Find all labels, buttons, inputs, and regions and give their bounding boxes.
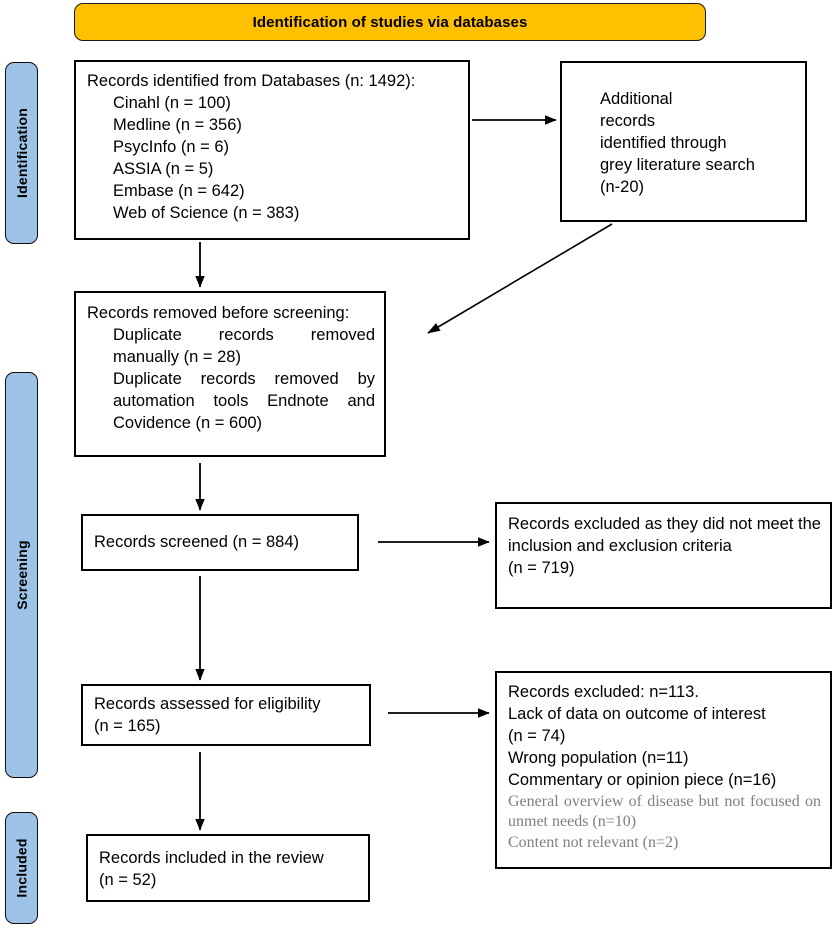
records-removed-line-0: Records removed before screening: [87, 304, 350, 322]
records-excluded-screening-line-0: Records excluded as they did not meet th… [508, 515, 826, 555]
additional-records-line-0: Additional [600, 90, 673, 108]
records-identified-box: Records identified from Databases (n: 14… [74, 60, 470, 240]
records-removed-line-2: Duplicate records removed by automation … [113, 369, 380, 432]
records-identified-line-5: Embase (n = 642) [113, 181, 245, 200]
records-assessed-eligibility-line-0: Records assessed for eligibility [94, 695, 321, 713]
additional-records-line-3: grey literature search [600, 155, 755, 174]
records-included-box: Records included in the review (n = 52) [86, 834, 370, 902]
records-excluded-screening-line-1: (n = 719) [508, 558, 575, 577]
records-excluded-eligibility-box: Records excluded: n=113. Lack of data on… [495, 671, 832, 869]
records-assessed-eligibility-line-1: (n = 165) [94, 716, 161, 735]
records-included-line-0: Records included in the review [99, 849, 324, 867]
records-assessed-eligibility-box: Records assessed for eligibility (n = 16… [81, 684, 371, 746]
records-excluded-eligibility-grey-line-1: Content not relevant (n=2) [508, 834, 679, 852]
records-screened-line-0: Records screened (n = 884) [94, 532, 299, 551]
records-identified-line-6: Web of Science (n = 383) [113, 203, 300, 222]
records-screened-box: Records screened (n = 884) [81, 514, 359, 571]
identification-banner: Identification of studies via databases [74, 3, 706, 41]
identification-banner-label: Identification of studies via databases [252, 13, 528, 31]
records-identified-line-3: PsycInfo (n = 6) [113, 137, 230, 156]
records-identified-line-2: Medline (n = 356) [113, 115, 242, 134]
records-identified-line-1: Cinahl (n = 100) [113, 93, 231, 112]
records-excluded-eligibility-grey-line-0: General overview of disease but not focu… [508, 792, 825, 831]
additional-records-line-4: (n-20) [600, 177, 645, 196]
records-removed-line-1: Duplicate records removed manually (n = … [113, 325, 380, 366]
stage-label-included: Included [13, 838, 30, 898]
records-included-line-1: (n = 52) [99, 870, 157, 889]
records-identified-line-0: Records identified from Databases (n: 14… [87, 72, 416, 90]
arrow-additional-to-removed [427, 223, 613, 334]
records-excluded-eligibility-line-4: Commentary or opinion piece (n=16) [508, 770, 777, 789]
stage-bar-identification: Identification [5, 62, 38, 244]
additional-records-box: Additional records identified through gr… [560, 61, 807, 222]
records-excluded-eligibility-line-1: Lack of data on outcome of interest [508, 704, 766, 723]
records-excluded-eligibility-line-2: (n = 74) [508, 726, 566, 745]
stage-bar-included: Included [5, 812, 38, 924]
records-removed-box: Records removed before screening: Duplic… [74, 291, 386, 457]
additional-records-line-1: records [600, 111, 656, 130]
stage-label-identification: Identification [13, 108, 30, 198]
records-identified-line-4: ASSIA (n = 5) [113, 159, 214, 178]
records-excluded-screening-box: Records excluded as they did not meet th… [495, 502, 832, 609]
records-excluded-eligibility-line-0: Records excluded: n=113. [508, 683, 699, 701]
stage-bar-screening: Screening [5, 372, 38, 778]
records-excluded-eligibility-line-3: Wrong population (n=11) [508, 748, 689, 767]
stage-label-screening: Screening [13, 540, 30, 610]
additional-records-line-2: identified through [600, 133, 727, 152]
